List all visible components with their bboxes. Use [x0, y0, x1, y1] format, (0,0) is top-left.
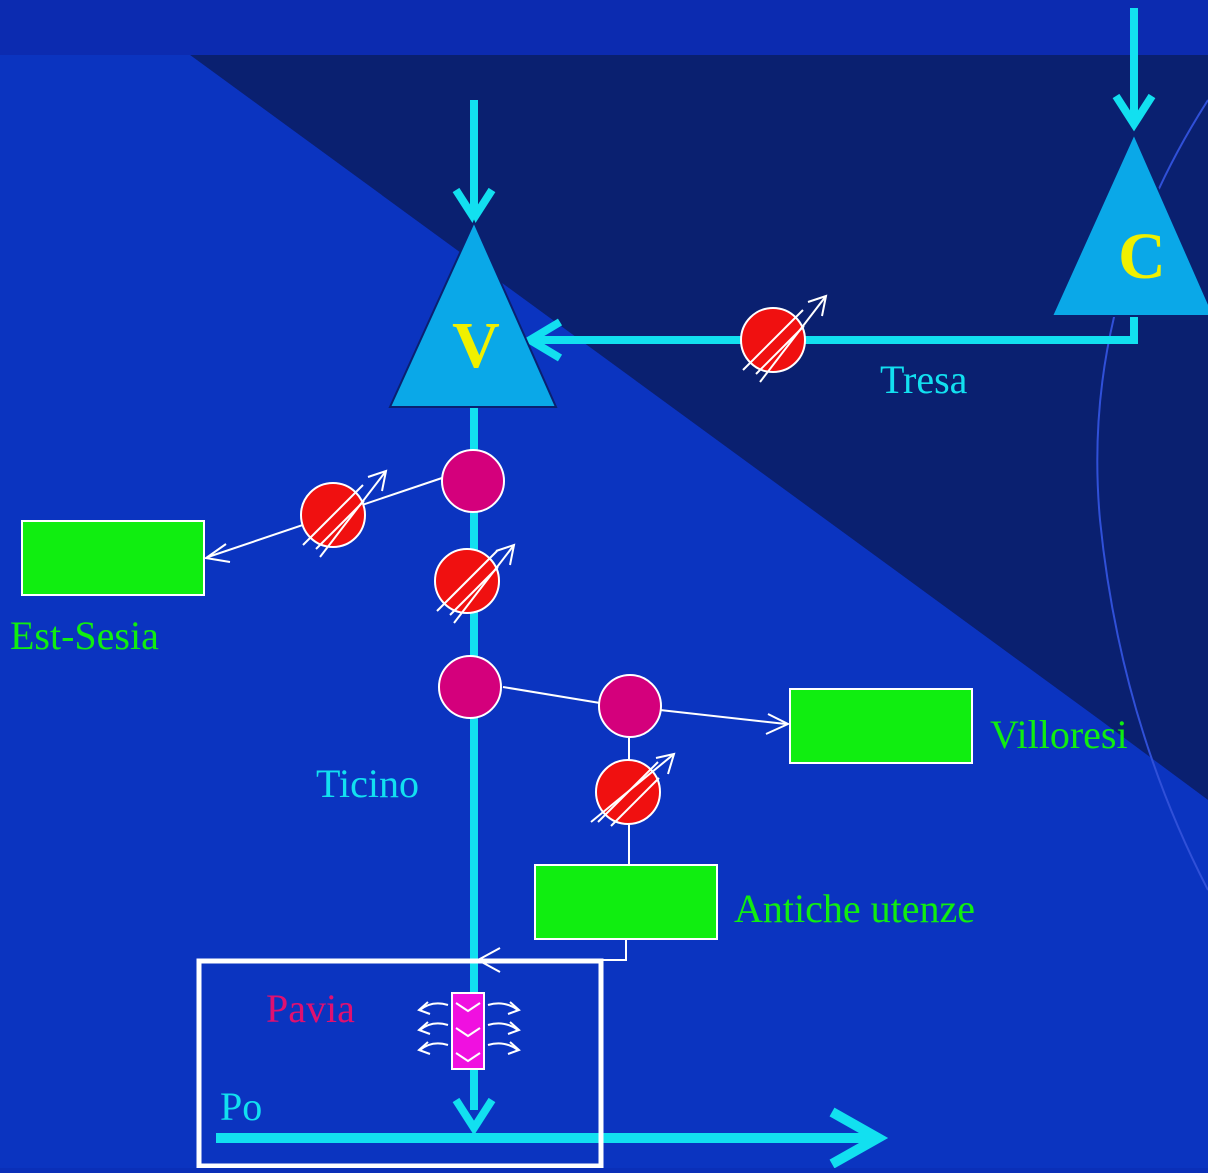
tresa-label: Tresa	[880, 357, 968, 402]
top-band	[0, 0, 1208, 55]
pavia-section-box	[196, 958, 604, 1169]
user-antiche-utenze	[534, 864, 718, 940]
user-villoresi	[789, 688, 973, 764]
lake-verbano-letter: V	[452, 309, 500, 382]
villoresi-label: Villoresi	[990, 712, 1128, 757]
po-label: Po	[220, 1084, 262, 1129]
est-sesia-label: Est-Sesia	[10, 613, 159, 658]
diversion-node-2	[438, 655, 502, 719]
node2-to-node3-channel	[502, 686, 601, 704]
ticino-arrowhead	[452, 1097, 496, 1136]
ceresio-inflow-arrowhead	[1112, 93, 1156, 132]
diversion-node-1	[441, 449, 505, 513]
hydropower-plant-icon	[417, 992, 521, 1070]
po-arrowhead	[829, 1107, 889, 1169]
antiche-utenze-valve-icon	[590, 752, 676, 827]
villoresi-channel	[659, 709, 787, 725]
user-est-sesia	[21, 520, 205, 596]
lake-verbano	[388, 219, 558, 408]
antiche-utenze-label: Antiche utenze	[734, 886, 975, 931]
est-sesia-valve-icon	[300, 469, 388, 558]
diversion-node-3	[598, 674, 662, 738]
tresa-valve-icon	[740, 294, 828, 383]
villoresi-arrowhead	[765, 713, 791, 735]
background-dark-band	[190, 55, 1208, 800]
background-lower	[0, 55, 1208, 1168]
verbano-inflow-arrowhead	[452, 187, 496, 226]
pavia-label: Pavia	[266, 986, 355, 1031]
lake-ceresio	[1050, 131, 1208, 317]
ticino-valve-icon	[434, 543, 516, 624]
tresa-arrowhead	[522, 318, 563, 362]
ticino-label: Ticino	[316, 761, 419, 806]
lake-ceresio-letter: C	[1118, 220, 1166, 293]
tresa-river	[534, 316, 1138, 344]
est-sesia-arrowhead	[203, 543, 231, 563]
